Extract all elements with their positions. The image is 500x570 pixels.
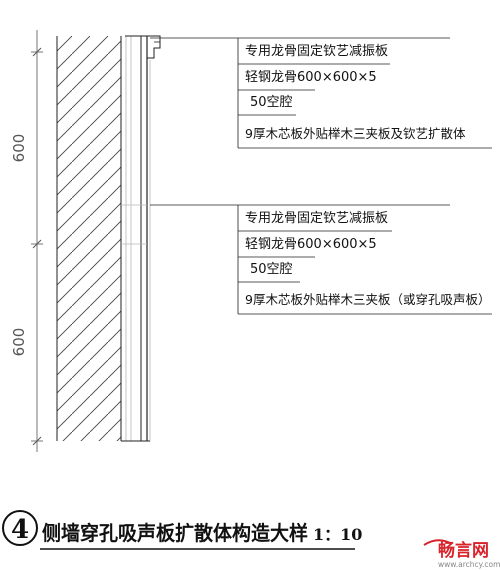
watermark-url: www.archcy.com (438, 560, 500, 569)
dimension-upper: 600 (10, 134, 28, 163)
top-bracket (125, 35, 161, 59)
title-block: 4 侧墙穿孔吸声板扩散体构造大样 1：10 (2, 510, 362, 550)
callout-upper-line-4: 9厚木芯板外贴榉木三夹板及钦艺扩散体 (245, 126, 466, 141)
watermark-swoosh-icon (423, 539, 453, 546)
dimension-line: 600 600 (10, 30, 43, 452)
callout-upper-line-3: 50空腔 (250, 95, 293, 110)
watermark-brand: 畅言网 (438, 540, 489, 561)
callout-lower: 专用龙骨固定钦艺减振板 轻钢龙骨600×600×5 50空腔 9厚木芯板外贴榉木… (245, 211, 490, 307)
title-text: 侧墙穿孔吸声板扩散体构造大样 (42, 521, 308, 545)
callout-upper-line-1: 专用龙骨固定钦艺减振板 (245, 44, 388, 59)
callout-lower-line-4: 9厚木芯板外贴榉木三夹板（或穿孔吸声板） (245, 292, 490, 307)
panel-layers (121, 35, 161, 442)
dimension-lower: 600 (10, 328, 28, 357)
callout-upper: 专用龙骨固定钦艺减振板 轻钢龙骨600×600×5 50空腔 9厚木芯板外贴榉木… (245, 44, 466, 141)
callout-lower-line-2: 轻钢龙骨600×600×5 (245, 237, 377, 252)
watermark: 畅言网 www.archcy.com (423, 539, 500, 569)
title-number-circle (2, 510, 38, 546)
callout-lower-line-1: 专用龙骨固定钦艺减振板 (245, 211, 388, 226)
callout-lower-leaders (150, 204, 492, 315)
callout-lower-line-3: 50空腔 (250, 262, 293, 277)
wall-hatch (56, 36, 122, 441)
callout-upper-leaders (150, 37, 492, 149)
title-number: 4 (11, 515, 29, 545)
callout-upper-line-2: 轻钢龙骨600×600×5 (245, 70, 377, 85)
title-scale: 1：10 (313, 525, 362, 544)
